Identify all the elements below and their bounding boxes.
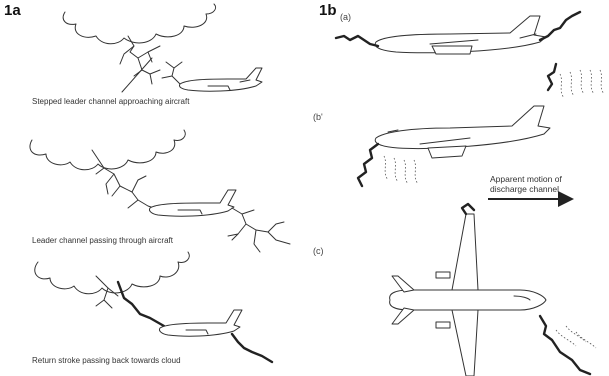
aircraft-1a-top bbox=[179, 68, 262, 91]
aircraft-1a-middle bbox=[149, 190, 236, 216]
leader-exiting-1a-middle bbox=[228, 208, 290, 252]
aircraft-1b-a bbox=[375, 16, 546, 54]
panel-c-label: (c) bbox=[313, 246, 324, 256]
figure-1a-label: 1a bbox=[4, 2, 21, 19]
pointer-line-1a bbox=[122, 58, 152, 92]
caption-leader-through: Leader channel passing through aircraft bbox=[32, 236, 173, 245]
leader-tips-1a-top bbox=[162, 62, 182, 84]
cloud-1a-middle bbox=[30, 130, 185, 170]
residual-trails-1b-c bbox=[556, 326, 596, 348]
motion-label-line2: discharge channel bbox=[490, 184, 559, 194]
discharge-channel-1b-c bbox=[462, 204, 590, 374]
caption-return-stroke: Return stroke passing back towards cloud bbox=[32, 356, 181, 365]
panel-b-label: (b' bbox=[313, 112, 323, 122]
faded-branches-1a-bottom bbox=[96, 276, 118, 308]
leader-channel-1a-middle bbox=[92, 150, 160, 210]
return-stroke-1a bbox=[118, 282, 272, 362]
cloud-1a-bottom bbox=[35, 252, 189, 294]
cloud-1a-top bbox=[63, 4, 215, 44]
panel-a-label: (a) bbox=[340, 12, 351, 22]
figure-1b-label: 1b bbox=[319, 2, 337, 19]
aircraft-1a-bottom bbox=[159, 310, 242, 336]
aircraft-1b-c bbox=[390, 214, 546, 376]
motion-label-line1: Apparent motion of bbox=[490, 174, 562, 184]
caption-stepped-leader: Stepped leader channel approaching aircr… bbox=[32, 97, 189, 106]
aircraft-1b-b bbox=[375, 106, 550, 158]
